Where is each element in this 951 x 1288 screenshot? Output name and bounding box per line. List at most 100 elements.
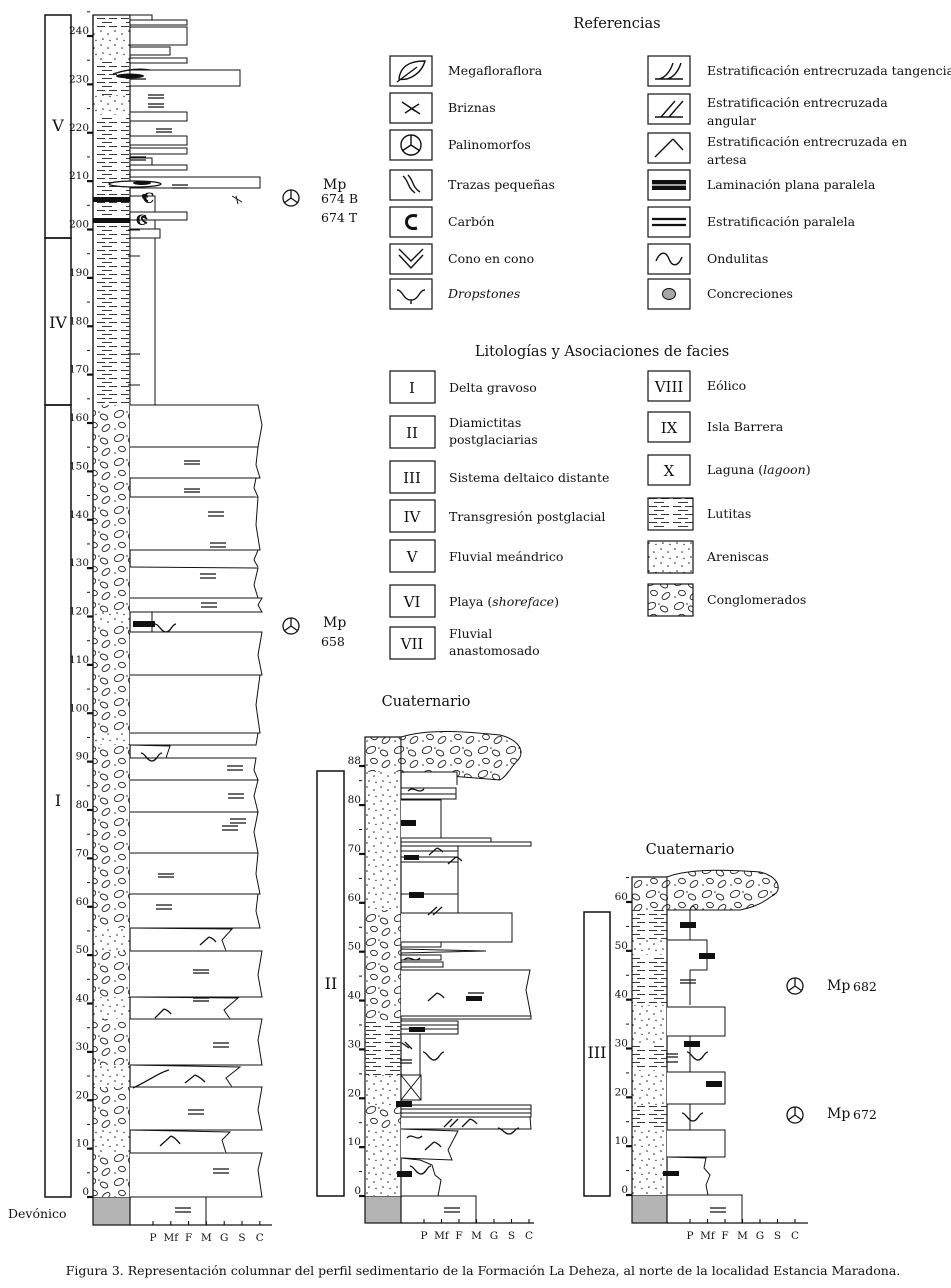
unit-bar-ii (316, 770, 345, 1197)
lithology-item-sand: Areniscas (647, 540, 769, 574)
facies-label: Sistema deltaico distante (449, 470, 609, 485)
grain-size-label: G (490, 1230, 498, 1242)
facies-label: Fluvial meándrico (449, 549, 563, 564)
legend-item-cone: Cono en cono (389, 243, 534, 275)
legend-label: Estratificación entrecruzada tangencial (707, 63, 951, 78)
depth-tick-label: 70 (348, 843, 361, 855)
depth-tick-label: 110 (69, 654, 89, 666)
facies-label: Eólico (707, 378, 746, 393)
grain-size-beds-col3 (666, 869, 779, 1223)
trough-crossbed-icon (654, 138, 684, 158)
concretion-icon (662, 288, 676, 300)
devonian-base-box (92, 1196, 131, 1226)
facies-label: Fluvial (449, 626, 492, 641)
facies-label: Playa (shoreface) (449, 594, 559, 609)
depth-tick-label: 20 (348, 1087, 361, 1099)
leaf-icon (396, 60, 426, 83)
legend-item-coal: Carbón (389, 206, 495, 238)
depth-tick-label: 160 (69, 412, 89, 424)
lithology-label: Areniscas (706, 549, 769, 564)
facies-code: VI (403, 593, 421, 611)
facies-code: V (406, 548, 419, 566)
depth-tick-label: 240 (69, 25, 89, 37)
legend-item-concretion: Concreciones (647, 278, 793, 310)
legend-item-trough-crossbed: Estratificación entrecruzada en artesa (647, 132, 907, 167)
depth-axis-col2 (359, 764, 365, 1198)
lithology-label: Lutitas (707, 506, 751, 521)
facies-item-vi: VI Playa (shoreface) (389, 584, 559, 618)
legend: Referencias MegaflorafloraBriznasPalinom… (389, 16, 951, 660)
cuaternario-heading: Cuaternario (382, 694, 471, 710)
facies-code: X (664, 462, 675, 480)
structure-symbols-col1 (93, 68, 246, 1174)
legend-label: artesa (707, 152, 747, 167)
grain-size-label: P (686, 1230, 693, 1242)
grain-size-beds-col2 (400, 730, 532, 1223)
unit-bar-iii (583, 911, 611, 1197)
depth-tick-label: 10 (76, 1138, 89, 1150)
lithology-item-cong: Conglomerados (647, 583, 806, 617)
sample-number: 674 B (321, 191, 358, 206)
facies-code: VII (400, 635, 424, 653)
sample-number: 674 T (321, 210, 358, 225)
sample-number: 682 (853, 979, 877, 994)
unit-label-ii: II (325, 974, 338, 993)
lithology-strip-col2 (364, 736, 402, 1224)
legend-label: Ondulitas (707, 251, 768, 266)
parallel-bedding-icon (652, 217, 686, 227)
legend-item-trace: Trazas pequeñas (389, 169, 555, 201)
sample-number: 658 (321, 634, 345, 649)
legend-item-tangential-crossbed: Estratificación entrecruzada tangencial (647, 55, 951, 87)
legend-label: Concreciones (707, 286, 793, 301)
sample-code: Mp (827, 1106, 850, 1122)
facies-code: II (406, 424, 418, 442)
facies-code: IV (404, 508, 422, 526)
dropstone-icon (396, 289, 426, 304)
grain-size-label: F (721, 1230, 728, 1242)
sample-code: Mp (323, 615, 346, 631)
depth-tick-label: 210 (69, 170, 89, 182)
legend-label: Laminación plana paralela (707, 177, 876, 192)
depth-tick-label: 100 (69, 702, 89, 714)
lithology-label: Conglomerados (707, 592, 806, 607)
legend-label: Estratificación entrecruzada en (707, 134, 907, 149)
depth-tick-label: 180 (69, 315, 89, 327)
cone-icon (398, 248, 424, 270)
depth-tick-label: 30 (76, 1041, 89, 1053)
legend-item-dropstone: Dropstones (389, 278, 520, 310)
lithology-strip-col3 (631, 876, 668, 1224)
grain-size-label: Mf (434, 1230, 450, 1242)
grain-size-label: S (508, 1230, 515, 1242)
depth-tick-label: 130 (69, 557, 89, 569)
grain-size-label: C (525, 1230, 533, 1242)
legend-label: Megafloraflora (448, 63, 543, 78)
legend-item-leaf: Megafloraflora (389, 55, 543, 87)
coal-symbol: C (143, 191, 154, 207)
facies-label: Transgresión postglacial (449, 509, 605, 524)
depth-tick-label: 10 (348, 1136, 361, 1148)
legend-label: Estratificación paralela (707, 214, 856, 229)
facies-label: postglaciarias (449, 432, 538, 447)
legend-label: Trazas pequeñas (448, 177, 555, 192)
depth-tick-label: 70 (76, 847, 89, 859)
depth-tick-label: 10 (615, 1135, 628, 1147)
legend-item-parallel-bedding: Estratificación paralela (647, 206, 856, 238)
depth-tick-label: 60 (76, 896, 89, 908)
facies-code: VIII (654, 378, 684, 396)
facies-code: IX (661, 419, 678, 437)
depth-tick-label: 60 (348, 892, 361, 904)
depth-tick-label: 150 (69, 460, 89, 472)
depth-tick-label: 20 (615, 1086, 628, 1098)
sample-number: 672 (853, 1107, 877, 1122)
legend-label: Dropstones (447, 286, 520, 301)
depth-tick-labels-col1: 0102030405060708090100110120130140150160… (69, 25, 89, 1198)
lithology-strip-col1 (92, 14, 131, 1226)
grain-size-label: S (238, 1232, 245, 1244)
